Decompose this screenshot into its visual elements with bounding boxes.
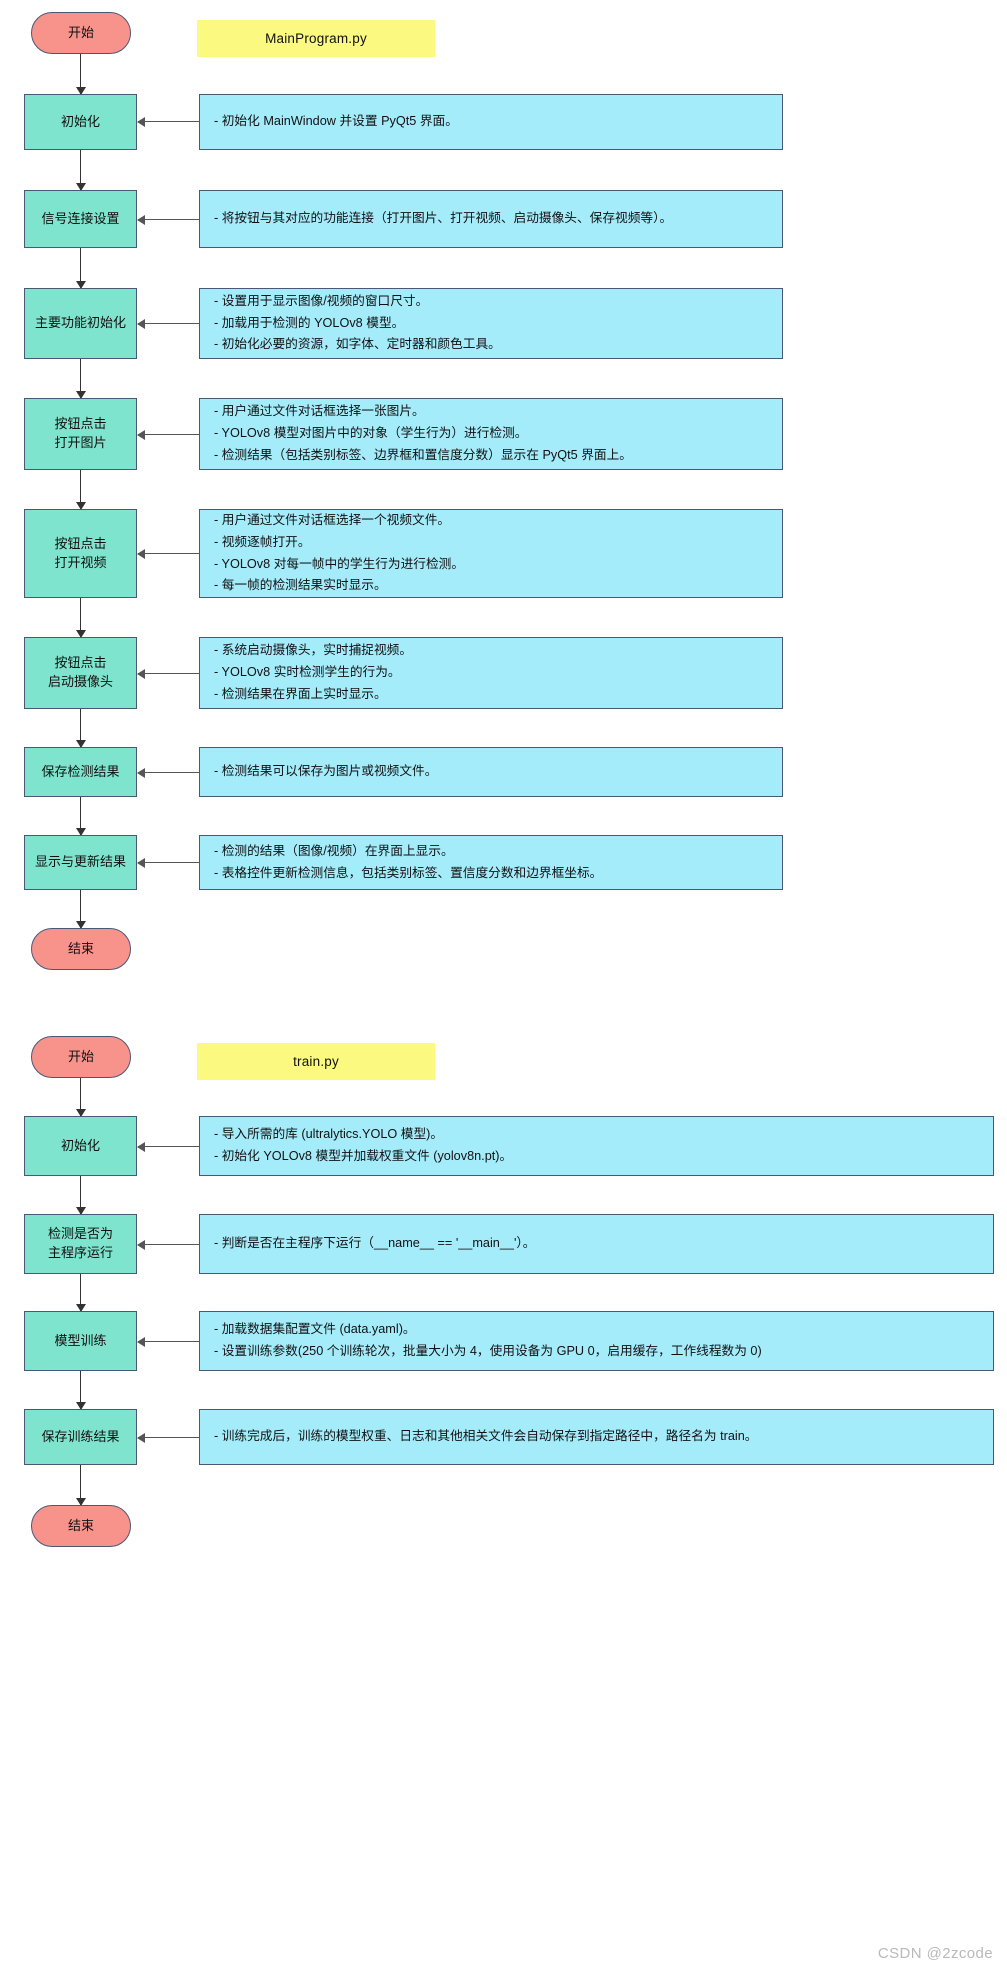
flow1-start-label: 开始 [67,24,94,40]
desc-line: - 表格控件更新检测信息，包括类别标签、置信度分数和边界框坐标。 [214,865,603,880]
desc-line: - YOLOv8 实时检测学生的行为。 [214,665,401,680]
connector-flow1-desc-3 [137,317,200,331]
flow1-node-4: 按钮点击 打开图片 [24,398,137,470]
desc-line: - 每一帧的检测结果实时显示。 [214,578,387,593]
flow1-node-7-label: 保存检测结果 [41,763,120,779]
connector-flow1-s5-to-s6 [74,598,88,638]
flow1-desc-4: - 用户通过文件对话框选择一张图片。 - YOLOv8 模型对图片中的对象（学生… [199,398,783,470]
desc-line: - 判断是否在主程序下运行（__name__ == '__main__'）。 [214,1236,536,1251]
desc-line: - YOLOv8 模型对图片中的对象（学生行为）进行检测。 [214,426,528,441]
desc-line: - YOLOv8 对每一帧中的学生行为进行检测。 [214,556,465,571]
desc-line: - 检测结果（包括类别标签、边界框和置信度分数）显示在 PyQt5 界面上。 [214,447,632,462]
desc-line: - 初始化 YOLOv8 模型并加载权重文件 (yolov8n.pt)。 [214,1149,513,1163]
flow1-node-2-label: 信号连接设置 [41,210,120,226]
desc-line: - 初始化必要的资源，如字体、定时器和颜色工具。 [214,337,501,352]
flow2-desc-4: - 训练完成后，训练的模型权重、日志和其他相关文件会自动保存到指定路径中，路径名… [199,1409,994,1465]
flow2-desc-3: - 加载数据集配置文件 (data.yaml)。 - 设置训练参数(250 个训… [199,1311,994,1371]
desc-line: - 设置用于显示图像/视频的窗口尺寸。 [214,293,429,308]
flow1-node-1: 初始化 [24,94,137,150]
desc-line: - 检测的结果（图像/视频）在界面上显示。 [214,843,454,858]
connector-flow1-start-to-s1 [74,54,88,95]
desc-line: - 训练完成后，训练的模型权重、日志和其他相关文件会自动保存到指定路径中，路径名… [214,1429,758,1444]
flow1-title-label: MainProgram.py [265,30,367,46]
flow2-start-label: 开始 [67,1048,94,1064]
flow1-node-6: 按钮点击 启动摄像头 [24,637,137,709]
connector-flow1-s8-to-end [74,890,88,929]
flow2-node-4: 保存训练结果 [24,1409,137,1465]
connector-flow1-s4-to-s5 [74,470,88,510]
desc-line: - 用户通过文件对话框选择一张图片。 [214,404,425,419]
desc-line: - 系统启动摄像头，实时捕捉视频。 [214,643,413,658]
flow2-start-terminator: 开始 [31,1036,131,1078]
flow1-node-4-label: 按钮点击 打开图片 [54,416,107,450]
flow2-node-2-label: 检测是否为 主程序运行 [47,1226,113,1260]
connector-flow1-desc-2 [137,213,200,227]
desc-line: - 将按钮与其对应的功能连接（打开图片、打开视频、启动摄像头、保存视频等）。 [214,211,673,226]
flow2-node-4-label: 保存训练结果 [41,1428,120,1444]
desc-line: - 导入所需的库 (ultralytics.YOLO 模型)。 [214,1127,444,1142]
flow1-node-6-label: 按钮点击 启动摄像头 [47,655,113,689]
flow2-title-box: train.py [197,1043,435,1080]
connector-flow1-desc-8 [137,856,200,870]
flow1-node-3: 主要功能初始化 [24,288,137,359]
connector-flow1-s1-to-s2 [74,150,88,191]
flow1-desc-2: - 将按钮与其对应的功能连接（打开图片、打开视频、启动摄像头、保存视频等）。 [199,190,783,248]
flow2-end-label: 结束 [67,1517,94,1533]
flow2-node-3-label: 模型训练 [54,1332,107,1348]
flow1-desc-5: - 用户通过文件对话框选择一个视频文件。 - 视频逐帧打开。 - YOLOv8 … [199,509,783,598]
desc-line: - 检测结果可以保存为图片或视频文件。 [214,764,438,779]
connector-flow2-s3-to-s4 [74,1371,88,1410]
desc-line: - 初始化 MainWindow 并设置 PyQt5 界面。 [214,114,458,129]
connector-flow1-desc-4 [137,428,200,442]
connector-flow2-start-to-s1 [74,1078,88,1117]
flow2-end-terminator: 结束 [31,1505,131,1547]
flow1-desc-1: - 初始化 MainWindow 并设置 PyQt5 界面。 [199,94,783,150]
desc-line: - 加载数据集配置文件 (data.yaml)。 [214,1322,416,1337]
flow2-desc-2: - 判断是否在主程序下运行（__name__ == '__main__'）。 [199,1214,994,1274]
connector-flow2-s2-to-s3 [74,1274,88,1312]
connector-flow1-desc-5 [137,547,200,561]
flow1-title-box: MainProgram.py [197,20,435,57]
flow2-node-1-label: 初始化 [60,1137,100,1153]
flow2-node-1: 初始化 [24,1116,137,1176]
flow1-desc-6: - 系统启动摄像头，实时捕捉视频。 - YOLOv8 实时检测学生的行为。 - … [199,637,783,709]
desc-line: - 加载用于检测的 YOLOv8 模型。 [214,315,405,330]
desc-line: - 设置训练参数(250 个训练轮次，批量大小为 4，使用设备为 GPU 0，启… [214,1344,762,1358]
flow1-start-terminator: 开始 [31,12,131,54]
connector-flow1-desc-7 [137,766,200,780]
connector-flow1-desc-6 [137,667,200,681]
flow1-node-5-label: 按钮点击 打开视频 [54,535,107,570]
flow1-desc-7: - 检测结果可以保存为图片或视频文件。 [199,747,783,797]
flow1-desc-3: - 设置用于显示图像/视频的窗口尺寸。 - 加载用于检测的 YOLOv8 模型。… [199,288,783,359]
flow1-end-label: 结束 [67,940,94,956]
connector-flow1-s3-to-s4 [74,359,88,399]
desc-line: - 用户通过文件对话框选择一个视频文件。 [214,512,451,527]
flow1-node-2: 信号连接设置 [24,190,137,248]
flow1-node-7: 保存检测结果 [24,747,137,797]
csdn-watermark: CSDN @2zcode [877,1945,993,1962]
flow2-node-3: 模型训练 [24,1311,137,1371]
connector-flow1-s6-to-s7 [74,709,88,748]
connector-flow1-desc-1 [137,115,200,129]
connector-flow2-s1-to-s2 [74,1176,88,1215]
connector-flow2-desc-1 [137,1140,200,1154]
connector-flow2-desc-2 [137,1238,200,1252]
connector-flow1-s2-to-s3 [74,248,88,289]
connector-flow2-desc-4 [137,1431,200,1445]
flow1-node-8-label: 显示与更新结果 [34,854,126,870]
connector-flow1-s7-to-s8 [74,797,88,836]
flow1-node-8: 显示与更新结果 [24,835,137,890]
flow1-end-terminator: 结束 [31,928,131,970]
flow2-title-label: train.py [293,1053,339,1069]
flow1-node-3-label: 主要功能初始化 [34,315,126,331]
flow2-desc-1: - 导入所需的库 (ultralytics.YOLO 模型)。 - 初始化 YO… [199,1116,994,1176]
flow1-node-5: 按钮点击 打开视频 [24,509,137,598]
desc-line: - 视频逐帧打开。 [214,534,311,549]
connector-flow2-desc-3 [137,1335,200,1349]
flow1-node-1-label: 初始化 [60,113,100,129]
desc-line: - 检测结果在界面上实时显示。 [214,686,387,701]
flow2-node-2: 检测是否为 主程序运行 [24,1214,137,1274]
connector-flow2-s4-to-end [74,1465,88,1506]
flow1-desc-8: - 检测的结果（图像/视频）在界面上显示。 - 表格控件更新检测信息，包括类别标… [199,835,783,890]
